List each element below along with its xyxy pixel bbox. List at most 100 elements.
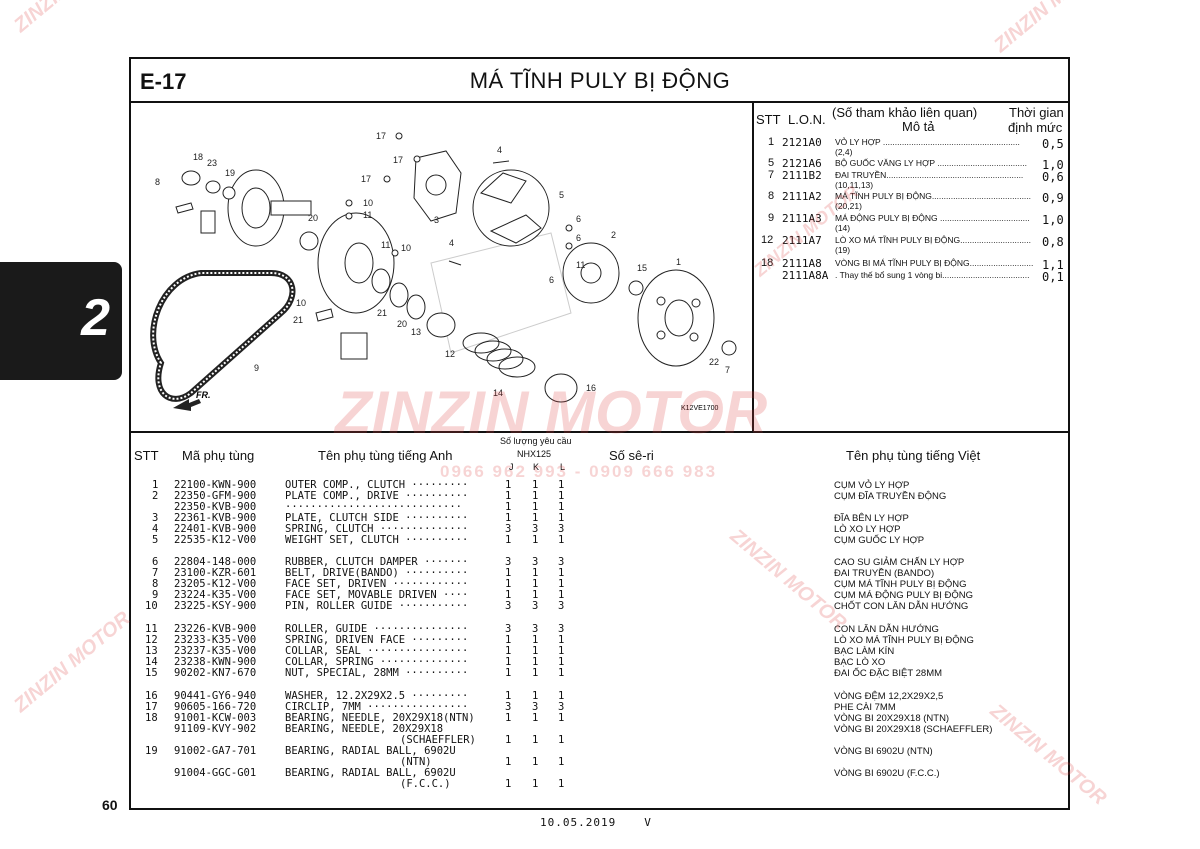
parts-qty-k: 1 <box>532 534 539 546</box>
parts-qty-j: 1 <box>505 501 512 513</box>
parts-stt: 5 <box>152 534 159 546</box>
labor-time: 0,8 <box>1042 235 1064 249</box>
parts-header-name-en: Tên phụ tùng tiếng Anh <box>318 448 453 463</box>
parts-name-en: FACE SET, MOVABLE DRIVEN ···· <box>285 589 469 601</box>
parts-code: 90202-KN7-670 <box>174 667 257 679</box>
parts-code: 23100-KZR-601 <box>174 567 257 579</box>
parts-header-code: Mã phụ tùng <box>182 448 255 463</box>
parts-qty-l: 1 <box>558 490 565 502</box>
parts-header-name-vn: Tên phụ tùng tiếng Việt <box>846 448 981 463</box>
parts-qty-j: 1 <box>505 534 512 546</box>
parts-name-vn: BẠC LÀM KÍN <box>834 646 895 657</box>
labor-desc: ĐAI TRUYỀN..............................… <box>835 170 1024 180</box>
labor-lon: 2111A8 <box>782 257 822 270</box>
callout-number: 16 <box>586 383 596 393</box>
labor-desc: VỎ LY HỢP ..............................… <box>835 137 1020 147</box>
parts-name-en: ···························· <box>285 501 463 513</box>
labor-desc: MÁ ĐỘNG PULY BỊ ĐỘNG ...................… <box>835 213 1030 223</box>
parts-name-en: NUT, SPECIAL, 28MM ·········· <box>285 667 469 679</box>
parts-name-en: BEARING, NEEDLE, 20X29X18(NTN) <box>285 712 475 724</box>
parts-name-vn: CỤM VỎ LY HỢP <box>834 480 910 491</box>
callout-number: 4 <box>449 238 454 248</box>
labor-header-stt: STT <box>756 112 781 127</box>
parts-qty-l: 1 <box>558 589 565 601</box>
parts-name-vn: CỤM ĐĨA TRUYỀN ĐỘNG <box>834 491 947 502</box>
parts-name-en: PIN, ROLLER GUIDE ··········· <box>285 600 469 612</box>
parts-stt: 4 <box>152 523 159 535</box>
parts-qty-j: 1 <box>505 512 512 524</box>
labor-lon: 2111A3 <box>782 212 822 225</box>
parts-qty-l: 1 <box>558 534 565 546</box>
parts-name-en-cont: (SCHAEFFLER) <box>400 734 476 746</box>
parts-name-vn: CỤM MÁ TĨNH PULY BỊ ĐỘNG <box>834 579 967 590</box>
parts-qty-k: 1 <box>532 501 539 513</box>
parts-name-vn: CAO SU GIẢM CHẤN LY HỢP <box>834 557 965 568</box>
parts-name-en: BEARING, RADIAL BALL, 6902U <box>285 767 456 779</box>
parts-qty-j: 3 <box>505 523 512 535</box>
callout-number: 7 <box>725 365 730 375</box>
footer-date-text: 10.05.2019 <box>540 816 617 829</box>
parts-code: 22350-KVB-900 <box>174 501 257 513</box>
labor-time: 0,5 <box>1042 137 1064 151</box>
callout-number: 17 <box>393 155 403 165</box>
parts-name-vn: CHỐT CON LĂN DẪN HƯỚNG <box>834 601 969 612</box>
parts-qty-j: 1 <box>505 667 512 679</box>
callout-number: 10 <box>363 198 373 208</box>
labor-lon: 2111B2 <box>782 169 822 182</box>
labor-desc: MÁ TĨNH PULY BỊ ĐỘNG....................… <box>835 191 1032 201</box>
labor-desc: BỘ GUỐC VĂNG LY HỢP ....................… <box>835 158 1027 168</box>
callout-number: 18 <box>193 152 203 162</box>
parts-code: 22100-KWN-900 <box>174 479 257 491</box>
parts-stt: 3 <box>152 512 159 524</box>
parts-code: 23233-K35-V00 <box>174 634 257 646</box>
labor-header-time2: định mức <box>1008 120 1063 135</box>
parts-stt: 13 <box>145 645 158 657</box>
parts-stt: 14 <box>145 656 158 668</box>
parts-name-en: CIRCLIP, 7MM ················ <box>285 701 469 713</box>
parts-name-vn: VÒNG BI 20X29X18 (NTN) <box>834 713 950 724</box>
parts-header-model: NHX125 <box>517 449 552 459</box>
parts-name-en: FACE SET, DRIVEN ············ <box>285 578 469 590</box>
parts-code: 23237-K35-V00 <box>174 645 257 657</box>
parts-qty-l: 1 <box>558 567 565 579</box>
parts-code: 90441-GY6-940 <box>174 690 257 702</box>
parts-stt: 6 <box>152 556 159 568</box>
parts-qty-j: 1 <box>505 756 512 768</box>
callout-number: 3 <box>434 215 439 225</box>
parts-name-vn: VÒNG ĐỆM 12,2X29X2,5 <box>834 691 944 702</box>
parts-qty-k: 3 <box>532 623 539 635</box>
labor-time: 1,1 <box>1042 258 1064 272</box>
spring-drawing <box>426 312 578 403</box>
parts-qty-j: 1 <box>505 734 512 746</box>
parts-stt: 8 <box>152 578 159 590</box>
parts-name-vn: BẠC LÒ XO <box>834 657 886 668</box>
labor-ref: (14) <box>835 223 851 233</box>
labor-ref: (2,4) <box>835 147 853 157</box>
parts-name-en-cont: (F.C.C.) <box>400 778 451 790</box>
labor-header-desc: Mô tả <box>902 119 935 134</box>
callout-number: 20 <box>308 213 318 223</box>
labor-time: 0,1 <box>1042 270 1064 284</box>
parts-name-vn: CON LĂN DẪN HƯỚNG <box>834 624 939 635</box>
parts-stt: 7 <box>152 567 159 579</box>
parts-stt: 18 <box>145 712 158 724</box>
parts-header-l: L <box>560 462 566 472</box>
labor-ref: (19) <box>835 245 851 255</box>
parts-code: 22401-KVB-900 <box>174 523 257 535</box>
parts-qty-j: 3 <box>505 701 512 713</box>
labor-stt: 1 <box>768 136 775 148</box>
parts-qty-j: 1 <box>505 645 512 657</box>
parts-name-vn: CỤM GUỐC LY HỢP <box>834 535 925 546</box>
parts-qty-k: 1 <box>532 778 539 790</box>
watermark: ZINZIN MOTOR <box>10 0 135 38</box>
parts-code: 91109-KVY-902 <box>174 723 257 735</box>
parts-qty-l: 1 <box>558 512 565 524</box>
chapter-tab: 2 <box>0 262 122 380</box>
parts-qty-l: 3 <box>558 701 565 713</box>
parts-qty-j: 3 <box>505 623 512 635</box>
parts-qty-j: 1 <box>505 656 512 668</box>
callout-number: 15 <box>637 263 647 273</box>
labor-stt: 8 <box>768 190 775 202</box>
